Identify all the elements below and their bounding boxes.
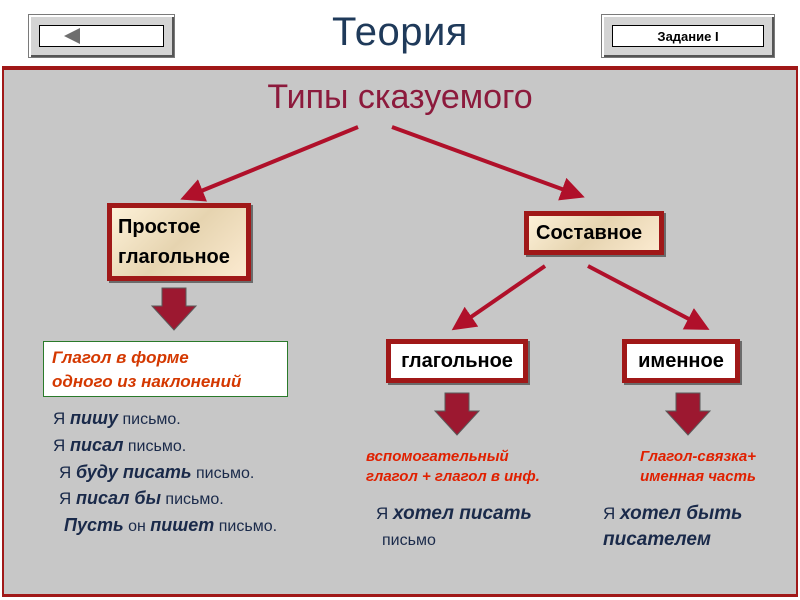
example-predicate: хотел писать [393, 503, 532, 524]
example-predicate: хотел быть [620, 503, 743, 524]
node-compound-verbal: глагольное [386, 339, 528, 383]
example-object: письмо. [118, 411, 181, 428]
example-object: письмо. [214, 518, 278, 535]
example-object: письмо. [191, 465, 255, 482]
down-arrow-icon [433, 392, 481, 436]
example-subject: Я [53, 409, 70, 428]
nominal-example-line2: писателем [603, 529, 711, 551]
node-compound-nominal: именное [622, 339, 740, 383]
connector-compound-to-nominal [587, 264, 710, 330]
example-object: письмо. [123, 438, 187, 455]
node-simple-line2: глагольное [118, 246, 230, 268]
node-simple-verbal: Простое глагольное [107, 203, 251, 281]
node-compound: Составное [524, 211, 664, 255]
nominal-example: Я хотел быть [603, 503, 742, 525]
simple-definition-box: Глагол в форме одного из наклонений [43, 341, 288, 397]
verbal-formula-line1: вспомогательный [366, 448, 509, 465]
page-title: Теория [332, 10, 468, 54]
node-verbal-label: глагольное [401, 349, 513, 372]
example-subject: Я [376, 504, 393, 523]
verbal-example: Я хотел писать [376, 503, 532, 525]
back-button-face [39, 25, 164, 47]
nominal-formula-line2: именная часть [640, 468, 756, 485]
example-object: письмо [382, 532, 436, 549]
connector-compound-to-verbal [451, 264, 547, 331]
next-task-label: Задание I [657, 28, 719, 44]
example-object: письмо. [160, 491, 224, 508]
simple-example-5: Пусть он пишет письмо. [64, 515, 277, 536]
node-simple-label: Простое глагольное [118, 212, 230, 272]
nominal-formula-line1: Глагол-связка+ [639, 448, 756, 465]
example-predicate: писал [70, 435, 124, 455]
back-button[interactable] [28, 14, 175, 58]
down-arrow-icon [664, 392, 712, 436]
example-predicate: пишу [70, 408, 119, 428]
triangle-left-icon [64, 28, 80, 44]
verbal-formula: вспомогательный глагол + глагол в инф. [366, 447, 540, 487]
example-predicate: Пусть [64, 515, 124, 535]
simple-example-2: Я писал письмо. [53, 435, 186, 456]
example-predicate: пишет [150, 515, 215, 535]
verbal-formula-line2: глагол + глагол в инф. [366, 468, 540, 485]
nominal-formula: Глагол-связка+ именная часть [628, 447, 768, 487]
connector-title-to-compound [391, 125, 585, 201]
node-compound-label: Составное [536, 221, 643, 244]
diagram-title: Типы сказуемого [267, 78, 533, 116]
example-predicate: писал бы [76, 488, 161, 508]
simple-example-4: Я писал бы письмо. [59, 488, 224, 509]
example-predicate: писателем [603, 529, 711, 550]
connector-title-to-simple [180, 125, 359, 202]
example-subject: Я [59, 489, 76, 508]
example-subject: Я [59, 463, 76, 482]
simple-definition-line1: Глагол в форме [52, 348, 189, 367]
node-simple-line1: Простое [118, 216, 201, 238]
example-predicate: буду писать [76, 462, 192, 482]
node-nominal-label: именное [638, 349, 724, 372]
diagram-panel [2, 66, 798, 597]
example-subject: Я [603, 504, 620, 523]
next-task-button[interactable]: Задание I [601, 14, 775, 58]
example-subject: он [123, 518, 151, 535]
simple-example-1: Я пишу письмо. [53, 408, 181, 429]
next-task-button-face: Задание I [612, 25, 764, 47]
simple-definition-line2: одного из наклонений [52, 372, 242, 391]
verbal-example-object: письмо [382, 530, 436, 550]
simple-example-3: Я буду писать письмо. [59, 462, 254, 483]
down-arrow-icon [150, 287, 198, 331]
example-subject: Я [53, 436, 70, 455]
